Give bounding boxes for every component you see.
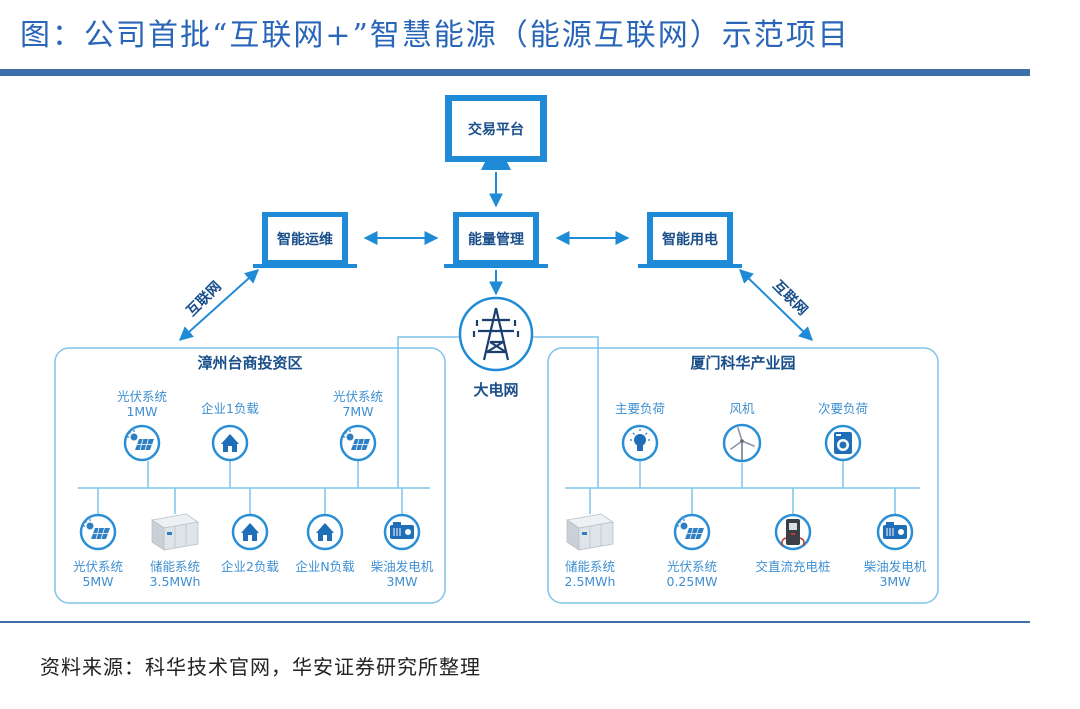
energy-management-laptop: 能量管理 bbox=[444, 212, 548, 268]
right-lower-item-4: 柴油发电机 3MW bbox=[864, 513, 927, 589]
item-value: 3MW bbox=[879, 574, 910, 589]
item-value: 3.5MWh bbox=[150, 574, 201, 589]
item-value: 2.5MWh bbox=[565, 574, 616, 589]
item-label: 企业2负载 bbox=[221, 559, 279, 574]
right-upper-item-2: 风机 bbox=[722, 401, 762, 463]
item-label: 储能系统 bbox=[565, 559, 615, 574]
left-lower-item-2: 储能系统 3.5MWh bbox=[150, 513, 201, 589]
item-label: 主要负荷 bbox=[615, 401, 665, 416]
charging-pile-icon bbox=[774, 513, 812, 551]
smart-ops-laptop: 智能运维 bbox=[253, 212, 357, 268]
item-label: 光伏系统 bbox=[117, 389, 167, 404]
left-lower-item-5: 柴油发电机 3MW bbox=[371, 513, 434, 589]
lightbulb-icon bbox=[621, 424, 659, 462]
trading-platform-label: 交易平台 bbox=[468, 121, 524, 138]
internet-right-label: 互联网 bbox=[769, 278, 810, 319]
item-label: 柴油发电机 bbox=[371, 559, 434, 574]
item-label: 光伏系统 bbox=[333, 389, 383, 404]
item-label: 次要负荷 bbox=[818, 401, 868, 416]
diesel-generator-icon bbox=[876, 513, 914, 551]
source-note: 资料来源：科华技术官网，华安证券研究所整理 bbox=[40, 655, 481, 679]
item-label: 企业N负载 bbox=[295, 559, 355, 574]
item-label: 交直流充电桩 bbox=[755, 559, 830, 574]
right-region-box bbox=[547, 347, 939, 604]
left-lower-item-3: 企业2负载 bbox=[221, 513, 279, 574]
right-region-title: 厦门科华产业园 bbox=[690, 354, 795, 372]
item-value: 7MW bbox=[342, 404, 373, 419]
item-value: 5MW bbox=[82, 574, 113, 589]
solar-panel-icon bbox=[123, 424, 161, 462]
right-upper-item-3: 次要负荷 bbox=[818, 401, 868, 462]
power-tower-icon bbox=[458, 296, 534, 372]
item-label: 光伏系统 bbox=[73, 559, 123, 574]
internet-left-arrow bbox=[178, 269, 260, 341]
left-upper-item-3: 光伏系统 7MW bbox=[333, 389, 383, 462]
item-label: 风机 bbox=[729, 401, 755, 416]
house-icon bbox=[306, 513, 344, 551]
item-label: 柴油发电机 bbox=[864, 559, 927, 574]
right-lower-item-1: 储能系统 2.5MWh bbox=[565, 513, 616, 589]
item-value: 0.25MW bbox=[667, 574, 718, 589]
right-lower-item-2: 光伏系统 0.25MW bbox=[667, 513, 718, 589]
house-icon bbox=[211, 424, 249, 462]
item-label: 光伏系统 bbox=[667, 559, 717, 574]
battery-storage-icon bbox=[565, 513, 615, 551]
right-upper-item-1: 主要负荷 bbox=[615, 401, 665, 462]
item-label: 储能系统 bbox=[150, 559, 200, 574]
washing-machine-icon bbox=[824, 424, 862, 462]
left-upper-item-2: 企业1负载 bbox=[201, 401, 259, 462]
page-title: 图：公司首批“互联网+”智慧能源（能源互联网）示范项目 bbox=[20, 18, 850, 53]
battery-storage-icon bbox=[150, 513, 200, 551]
item-value: 3MW bbox=[386, 574, 417, 589]
house-icon bbox=[231, 513, 269, 551]
left-region-title: 漳州台商投资区 bbox=[197, 354, 302, 372]
item-label: 企业1负载 bbox=[201, 401, 259, 416]
left-upper-item-1: 光伏系统 1MW bbox=[117, 389, 167, 462]
left-lower-item-1: 光伏系统 5MW bbox=[73, 513, 123, 589]
left-region-box bbox=[54, 347, 446, 604]
internet-right-arrow bbox=[738, 269, 814, 341]
right-lower-item-3: 交直流充电桩 bbox=[755, 513, 831, 574]
diesel-generator-icon bbox=[383, 513, 421, 551]
smart-ops-label: 智能运维 bbox=[276, 231, 333, 248]
left-lower-item-4: 企业N负载 bbox=[295, 513, 355, 574]
item-value: 1MW bbox=[126, 404, 157, 419]
solar-panel-icon bbox=[673, 513, 711, 551]
smart-electricity-label: 智能用电 bbox=[661, 231, 718, 248]
internet-left-label: 互联网 bbox=[184, 279, 225, 320]
solar-panel-icon bbox=[339, 424, 377, 462]
grid-connection-lines bbox=[78, 336, 920, 514]
title-underline-bar bbox=[0, 69, 1030, 76]
trading-platform-monitor: 交易平台 bbox=[445, 95, 547, 170]
wind-turbine-icon bbox=[722, 423, 762, 463]
energy-management-label: 能量管理 bbox=[468, 231, 524, 248]
source-divider bbox=[0, 621, 1030, 623]
solar-panel-icon bbox=[79, 513, 117, 551]
grid-label: 大电网 bbox=[473, 381, 518, 399]
smart-electricity-laptop: 智能用电 bbox=[638, 212, 742, 268]
